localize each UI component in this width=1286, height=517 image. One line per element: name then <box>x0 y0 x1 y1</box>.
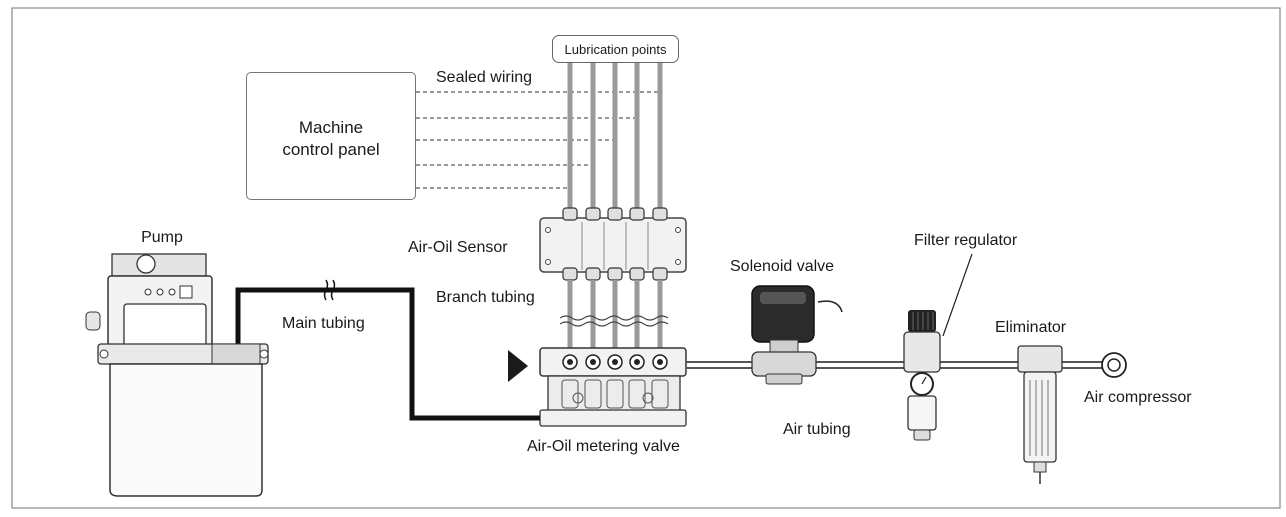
pump <box>85 253 269 497</box>
air-tubing <box>686 361 1103 369</box>
air-oil-sensor <box>539 207 687 281</box>
solenoid-valve <box>751 285 843 385</box>
eliminator <box>1017 345 1063 484</box>
filter-regulator <box>903 253 973 441</box>
air-tubing-label: Air tubing <box>783 421 851 438</box>
air-compressor-label: Air compressor <box>1084 389 1192 406</box>
air-oil-metering-valve <box>539 347 687 427</box>
lubrication-points-label: Lubrication points <box>564 42 667 57</box>
eliminator-label: Eliminator <box>995 319 1067 336</box>
air-oil-sensor-label: Air-Oil Sensor <box>408 239 508 256</box>
sealed-wiring-label: Sealed wiring <box>436 69 533 86</box>
solenoid-valve-label: Solenoid valve <box>730 258 835 275</box>
main-tubing-break <box>323 279 336 301</box>
lubrication-points-box: Lubrication points <box>552 35 679 63</box>
air-compressor-symbol <box>1101 352 1127 378</box>
branch-tubing <box>567 280 663 350</box>
tubing-break-marks <box>559 315 669 327</box>
machine-control-panel-label: Machine control panel <box>247 117 415 161</box>
branch-tubing-label: Branch tubing <box>436 289 535 306</box>
filter-regulator-label: Filter regulator <box>914 232 1018 249</box>
oil-inlet-arrow <box>508 350 528 382</box>
pump-label: Pump <box>141 229 183 246</box>
lubrication-tubes <box>567 63 663 212</box>
main-tubing-label: Main tubing <box>282 315 365 332</box>
machine-control-panel: Machine control panel <box>246 72 416 200</box>
air-oil-metering-valve-label: Air-Oil metering valve <box>527 438 680 455</box>
sealed-wiring <box>416 91 661 210</box>
machine-control-panel-line2: control panel <box>282 140 380 159</box>
machine-control-panel-line1: Machine <box>298 118 364 137</box>
diagram-border <box>11 7 1281 509</box>
main-tubing <box>235 287 540 421</box>
